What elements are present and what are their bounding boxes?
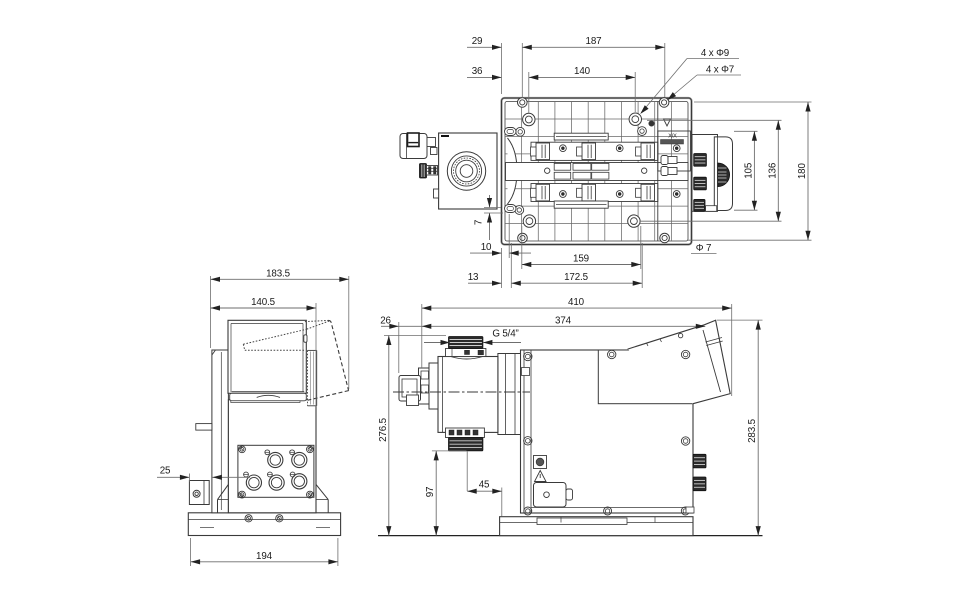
svg-text:276.5: 276.5 [378,417,389,441]
svg-text:136: 136 [767,162,778,179]
svg-text:374: 374 [555,315,572,326]
svg-text:105: 105 [743,162,754,179]
svg-text:183.5: 183.5 [266,269,290,280]
svg-text:13: 13 [468,272,479,283]
svg-text:10: 10 [481,242,492,253]
svg-text:36: 36 [472,66,483,77]
svg-text:194: 194 [256,551,273,562]
svg-text:172.5: 172.5 [564,272,588,283]
svg-text:97: 97 [425,487,436,498]
svg-text:G 5/4”: G 5/4” [492,328,518,339]
svg-text:4 x Φ9: 4 x Φ9 [701,48,729,59]
svg-text:26: 26 [380,315,391,326]
svg-text:4 x Φ7: 4 x Φ7 [706,65,734,76]
svg-text:45: 45 [479,480,490,491]
svg-text:29: 29 [472,36,483,47]
svg-text:187: 187 [586,36,602,47]
svg-text:X/X: X/X [668,134,677,140]
svg-text:25: 25 [160,466,171,477]
svg-text:Φ 7: Φ 7 [696,243,712,254]
svg-text:140.5: 140.5 [251,297,275,308]
svg-text:410: 410 [568,297,585,308]
svg-text:140: 140 [574,66,591,77]
svg-text:159: 159 [573,253,589,264]
svg-text:283.5: 283.5 [747,418,758,442]
svg-text:7: 7 [474,220,485,225]
svg-text:180: 180 [797,163,808,180]
